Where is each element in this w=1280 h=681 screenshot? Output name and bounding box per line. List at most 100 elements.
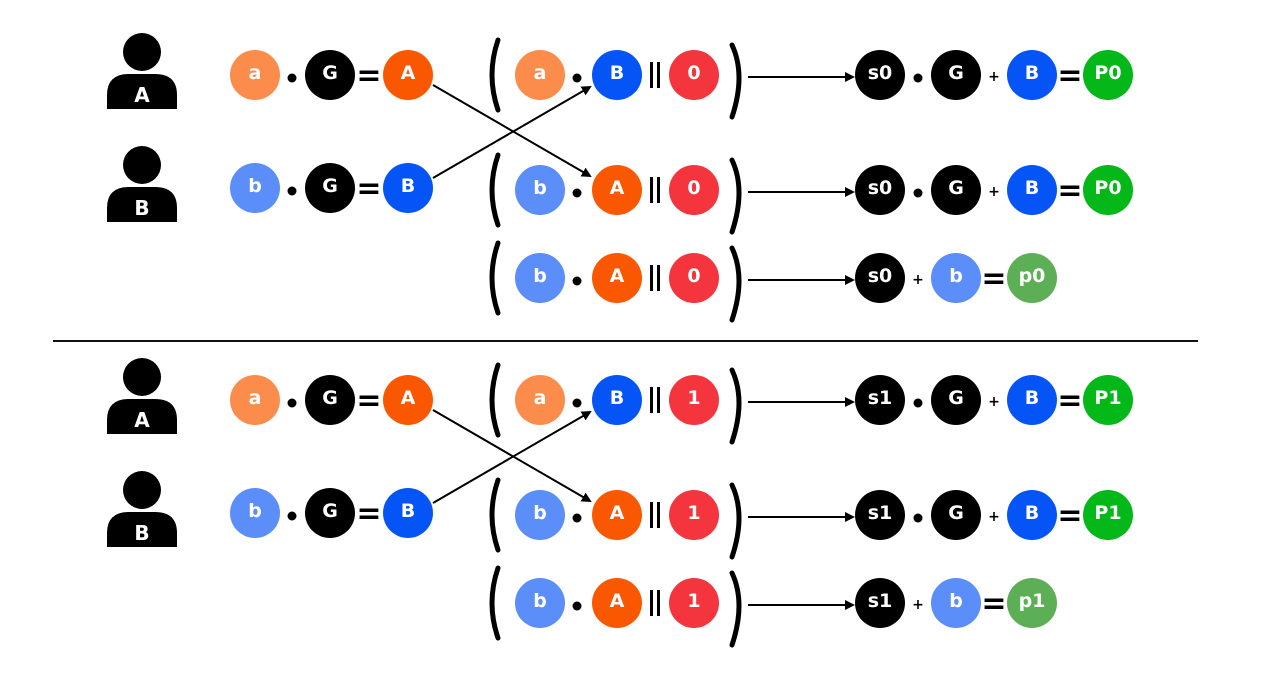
node-a-circle <box>230 50 280 100</box>
plus-operator: + <box>988 509 1000 525</box>
equals-operator: = <box>1057 174 1082 209</box>
result-s1-circle <box>855 375 905 425</box>
person-icon <box>123 471 161 509</box>
concat-bar <box>657 502 660 528</box>
concat-operator <box>650 590 660 616</box>
result-p1-circle <box>1083 490 1133 540</box>
node-g-circle <box>305 488 355 538</box>
result-s0: s0 <box>855 50 905 100</box>
result-b: b <box>931 578 981 628</box>
dot-operator <box>287 73 297 83</box>
input-0-circle <box>669 253 719 303</box>
input-b: b <box>515 578 565 628</box>
result-b: B <box>1007 375 1057 425</box>
result-p1-label: p1 <box>1019 590 1046 612</box>
input-0: 0 <box>669 253 719 303</box>
result-b: B <box>1007 165 1057 215</box>
result-g-label: G <box>948 177 964 199</box>
person-label: A <box>134 408 150 432</box>
person-body <box>107 512 177 547</box>
left-parenthesis <box>489 240 501 316</box>
dot-operator <box>913 513 923 523</box>
right-parenthesis <box>729 367 742 445</box>
node-a-circle <box>383 50 433 100</box>
input-1-label: 1 <box>687 387 700 409</box>
result-b-circle <box>931 578 981 628</box>
plus-operator: + <box>988 394 1000 410</box>
node-a-label: a <box>249 62 262 84</box>
input-b-label: b <box>533 590 547 612</box>
result-b: B <box>1007 50 1057 100</box>
result-b-circle <box>1007 490 1057 540</box>
input-b: b <box>515 490 565 540</box>
input-a-label: A <box>610 502 625 524</box>
right-parenthesis <box>729 42 742 120</box>
result-s0-label: s0 <box>868 62 893 84</box>
result-p0: P0 <box>1083 50 1133 100</box>
result-p0-circle <box>1083 50 1133 100</box>
result-s0: s0 <box>855 165 905 215</box>
dot-operator <box>572 188 582 198</box>
user-b: B <box>107 471 177 547</box>
equals-operator: = <box>1057 59 1082 94</box>
node-b-label: b <box>248 500 262 522</box>
input-a-label: a <box>534 387 547 409</box>
node-a-label: a <box>249 387 262 409</box>
right-parenthesis <box>729 482 742 560</box>
result-b-label: B <box>1025 177 1039 199</box>
result-g-circle <box>931 165 981 215</box>
node-b: b <box>230 163 280 213</box>
input-a: A <box>592 253 642 303</box>
input-0: 0 <box>669 50 719 100</box>
node-b: b <box>230 488 280 538</box>
node-b-circle <box>383 163 433 213</box>
input-1-circle <box>669 578 719 628</box>
input-a: a <box>515 50 565 100</box>
node-a-label: A <box>401 62 416 84</box>
result-s0-label: s0 <box>868 265 893 287</box>
input-b-circle <box>592 50 642 100</box>
input-b: b <box>515 165 565 215</box>
arrow-b-to-hash-row-1 <box>432 85 592 179</box>
node-g-circle <box>305 50 355 100</box>
node-b-label: B <box>401 500 415 522</box>
result-g: G <box>931 165 981 215</box>
node-g: G <box>305 163 355 213</box>
input-a-label: A <box>610 177 625 199</box>
input-1-label: 1 <box>687 590 700 612</box>
result-p1-label: P1 <box>1094 387 1121 409</box>
node-b-label: b <box>248 175 262 197</box>
result-g-circle <box>931 375 981 425</box>
result-p1: P1 <box>1083 375 1133 425</box>
input-b: B <box>592 375 642 425</box>
result-g-label: G <box>948 502 964 524</box>
node-g-label: G <box>322 387 338 409</box>
result-s1-label: s1 <box>868 502 893 524</box>
input-0: 0 <box>669 165 719 215</box>
arrow-a-to-hash-row-2 <box>432 409 592 503</box>
node-g-label: G <box>322 500 338 522</box>
input-1: 1 <box>669 578 719 628</box>
left-parenthesis <box>489 362 501 438</box>
equals-operator: = <box>981 262 1006 297</box>
result-p0-label: P0 <box>1094 177 1121 199</box>
input-b: b <box>515 253 565 303</box>
user-a: A <box>107 358 177 434</box>
person-label: B <box>134 521 149 545</box>
node-b-label: B <box>401 175 415 197</box>
node-g-label: G <box>322 62 338 84</box>
result-b-label: b <box>949 590 963 612</box>
result-p1-circle <box>1083 375 1133 425</box>
result-s0-circle <box>855 253 905 303</box>
result-s0-circle <box>855 50 905 100</box>
dot-operator <box>287 398 297 408</box>
input-a-circle <box>515 375 565 425</box>
input-a-circle <box>592 165 642 215</box>
result-p0: P0 <box>1083 165 1133 215</box>
result-p0-circle <box>1083 165 1133 215</box>
node-g: G <box>305 375 355 425</box>
